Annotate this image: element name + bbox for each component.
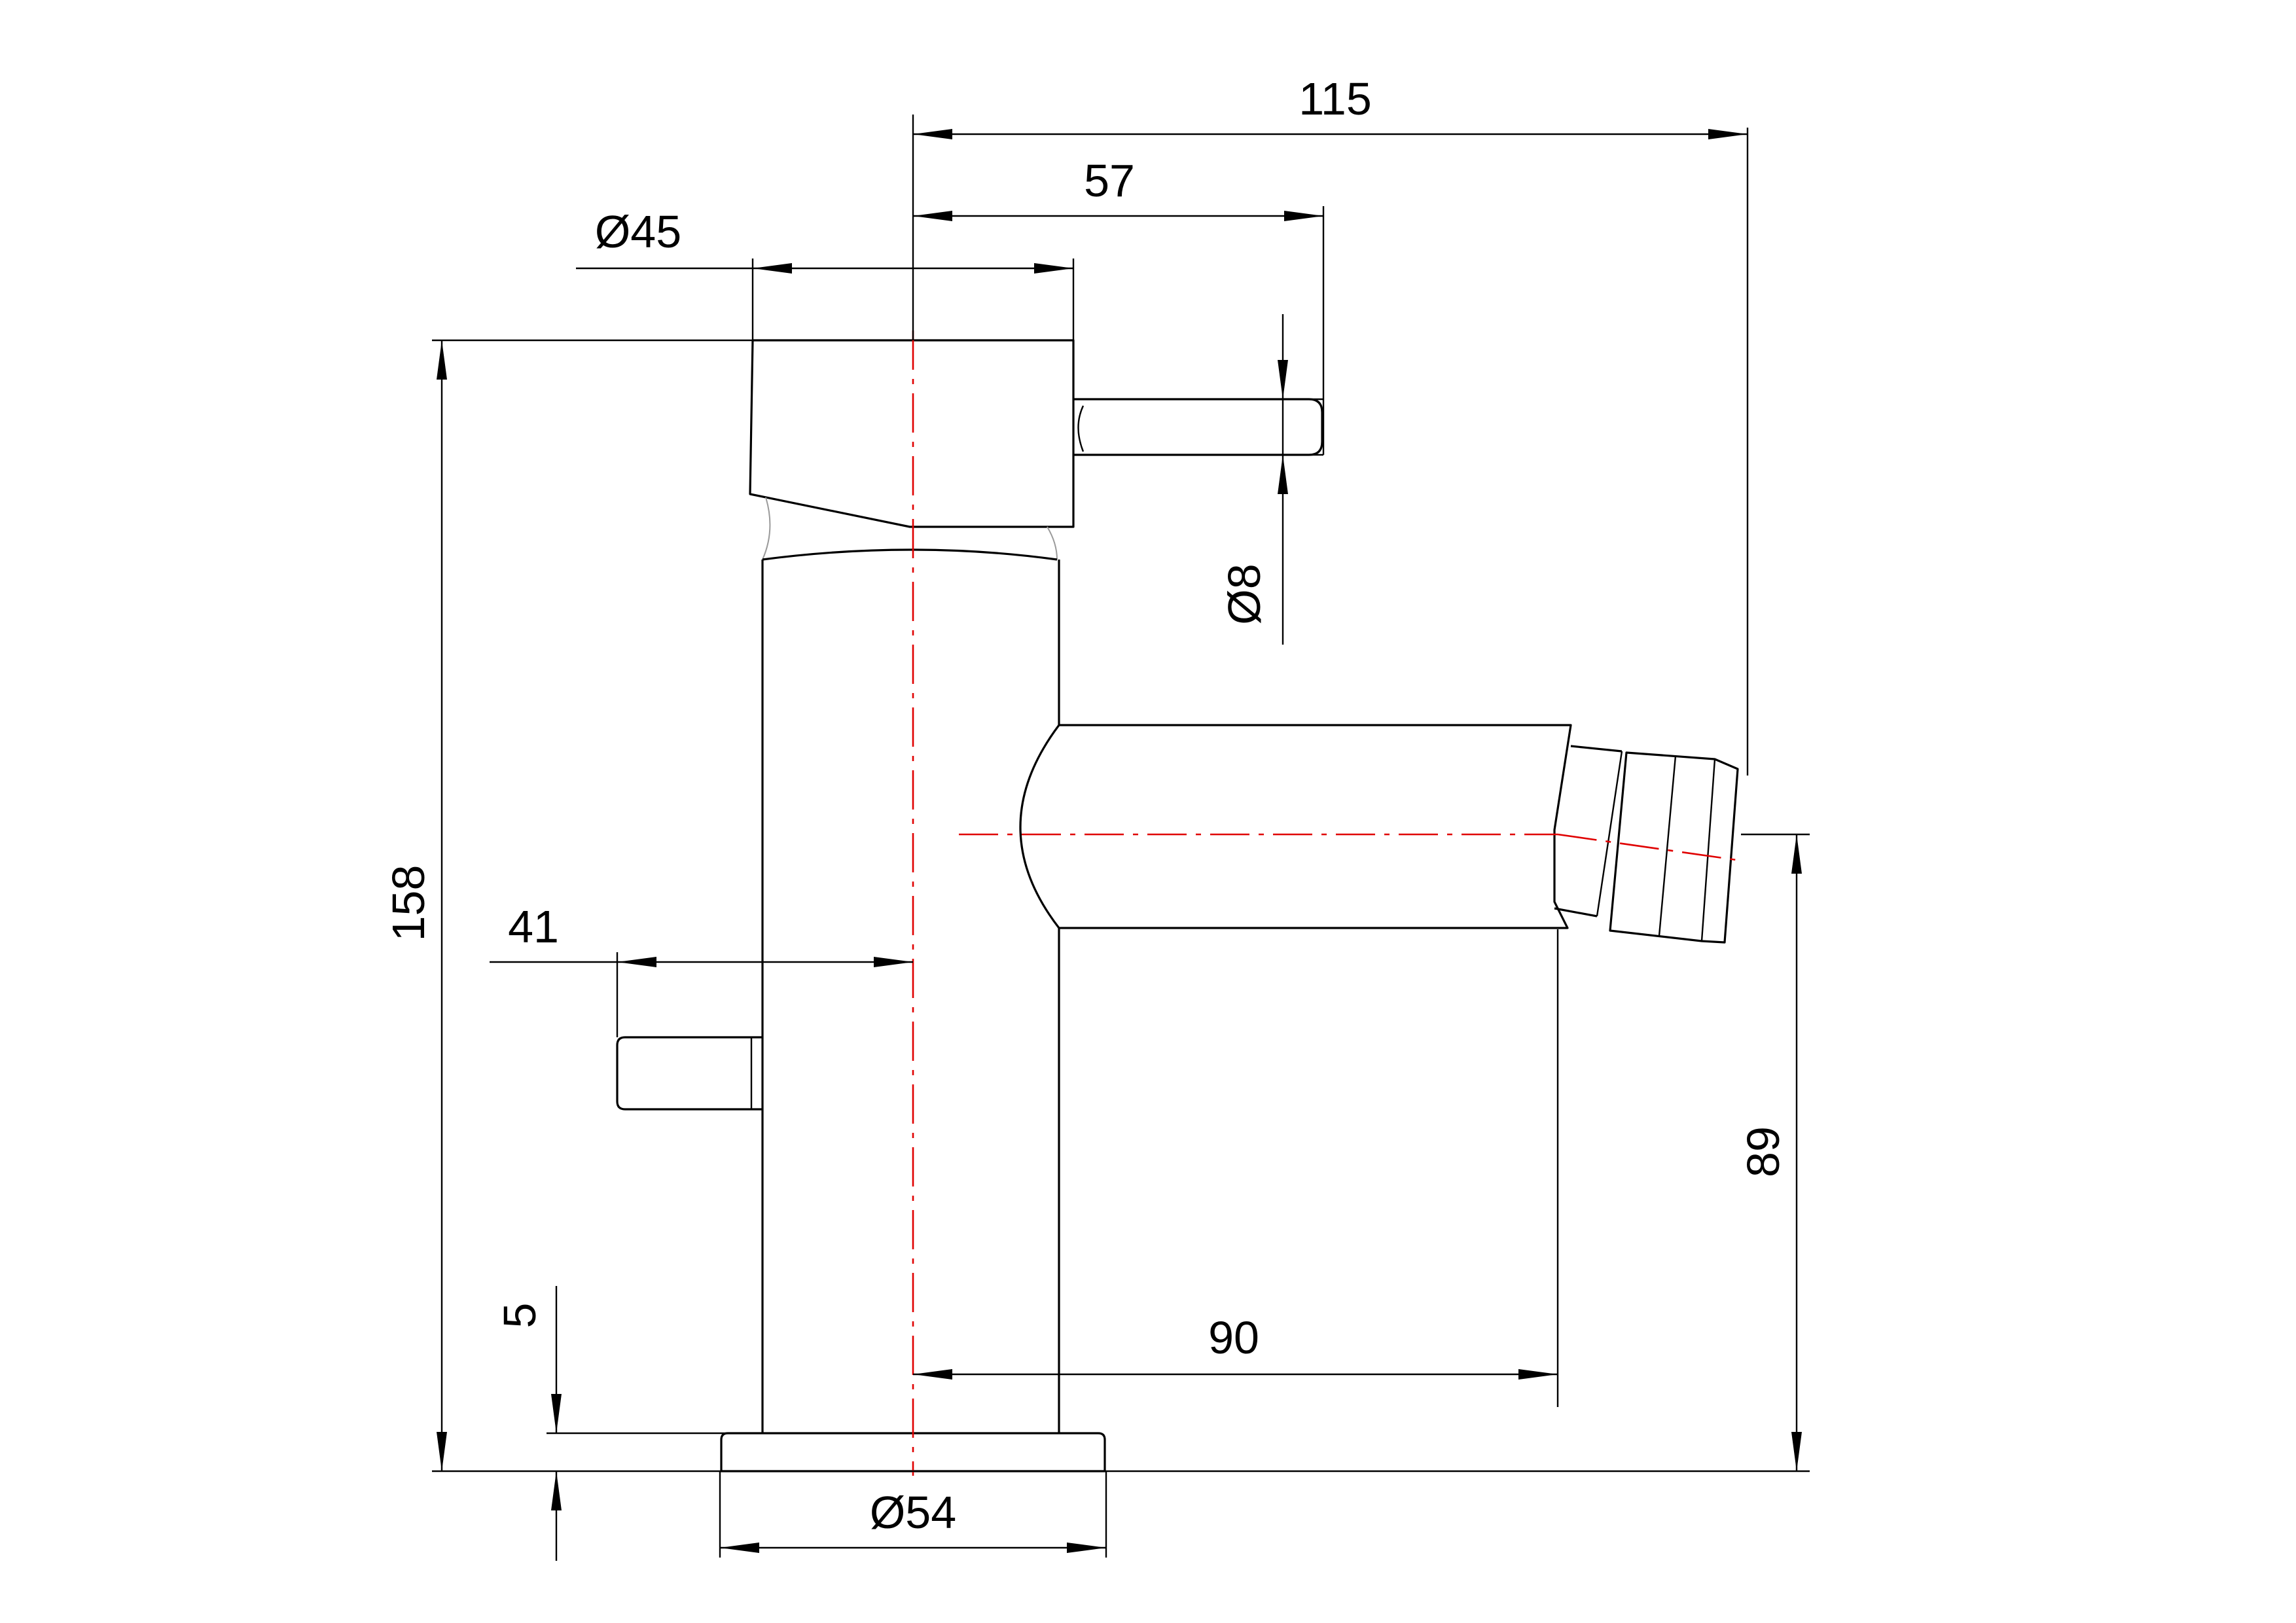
nozzle-ring-groove-1 [1596, 751, 1623, 917]
lever [1073, 398, 1323, 456]
popup-rod [616, 1036, 762, 1111]
spout-junction [1019, 724, 1060, 929]
dimension-lines [432, 115, 1810, 1561]
body-column [761, 560, 1060, 1433]
handle-cap [749, 339, 1075, 528]
nozzle-ring-groove-3 [1658, 755, 1677, 936]
dimension-labels: 115 57 Ø45 Ø8 158 41 5 89 90 Ø54 [383, 73, 1789, 1538]
dim-label-90: 90 [1208, 1312, 1259, 1363]
dim-label-158: 158 [383, 865, 434, 942]
collar-curve-right [1047, 526, 1058, 560]
nozzle [1554, 745, 1623, 918]
nozzle-axis [1557, 833, 1742, 862]
lever-root [1077, 405, 1085, 452]
dim-label-54: Ø54 [870, 1487, 956, 1538]
spout [1059, 724, 1572, 929]
dim-label-45: Ø45 [595, 206, 681, 257]
mixer-body [616, 339, 1739, 1472]
dim-label-41: 41 [508, 901, 559, 952]
dim-label-89: 89 [1738, 1126, 1789, 1177]
dim-label-5: 5 [494, 1303, 545, 1329]
center-lines [912, 330, 1742, 1476]
collar-curve-left [762, 497, 771, 560]
nozzle-ring-groove-2 [1700, 758, 1716, 942]
dim-label-57: 57 [1084, 155, 1135, 206]
collar [762, 548, 1058, 561]
dim-label-8: Ø8 [1219, 563, 1270, 624]
dim-label-115: 115 [1299, 73, 1372, 124]
